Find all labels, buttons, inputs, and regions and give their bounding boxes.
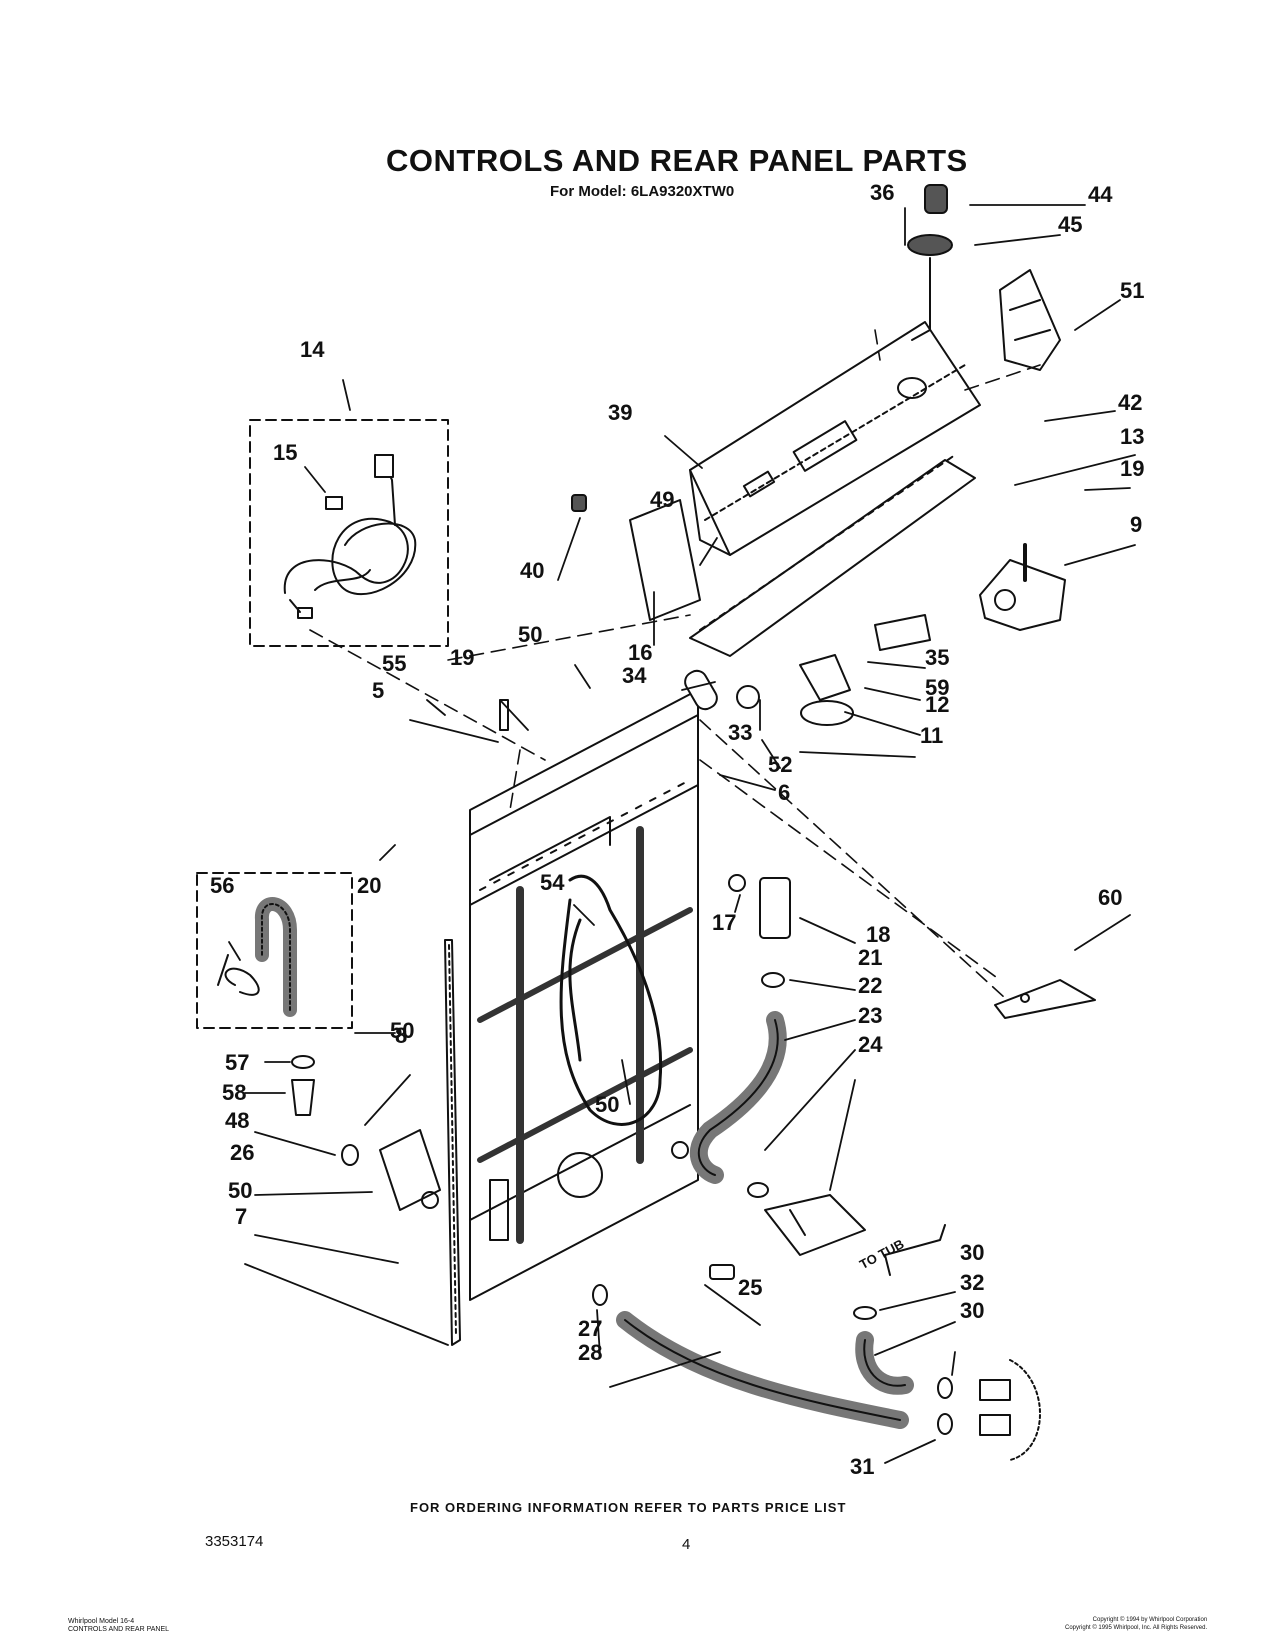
part-number-58: 58	[222, 1080, 246, 1105]
timer	[979, 543, 1066, 631]
part-number-19: 19	[450, 645, 474, 670]
part-number-12: 12	[925, 692, 949, 717]
part-number-45: 45	[1058, 212, 1082, 237]
part-number-28: 28	[578, 1340, 602, 1365]
copyright-line: Copyright © 1995 Whirlpool, Inc. All Rig…	[1065, 1625, 1208, 1631]
console-bracket	[689, 454, 976, 657]
part-number-16: 16	[628, 640, 652, 665]
switch-bracket	[999, 269, 1061, 371]
footer-left-line: CONTROLS AND REAR PANEL	[68, 1626, 170, 1633]
part-number-8: 8	[395, 1023, 407, 1048]
part-number-42: 42	[1118, 390, 1142, 415]
hoses	[592, 1224, 1041, 1461]
part-number-32: 32	[960, 1270, 984, 1295]
part-number-59: 59	[925, 675, 949, 700]
part-number-48: 48	[225, 1108, 249, 1133]
assembly-lines	[309, 329, 1041, 999]
part-number-20: 20	[357, 873, 381, 898]
knob-and-dial	[907, 184, 953, 341]
drain-hose-assembly	[196, 872, 353, 1029]
part-number-57: 57	[225, 1050, 249, 1075]
part-number-18: 18	[866, 922, 890, 947]
control-console	[689, 321, 981, 556]
part-number-33: 33	[728, 720, 752, 745]
page-title: CONTROLS AND REAR PANEL PARTS	[386, 143, 968, 178]
part-number-36: 36	[870, 180, 894, 205]
part-number-52: 52	[768, 752, 792, 777]
part-number-24: 24	[858, 1032, 883, 1057]
part-number-14: 14	[300, 337, 325, 362]
footer-left-caption: Whirlpool Model 16-4 CONTROLS AND REAR P…	[68, 1618, 169, 1634]
part-number-54: 54	[540, 870, 565, 895]
part-number-30: 30	[960, 1240, 984, 1265]
pump-bracket	[764, 1194, 866, 1256]
part-number-13: 13	[1120, 424, 1144, 449]
part-number-55: 55	[382, 651, 406, 676]
part-number-34: 34	[622, 663, 647, 688]
footer-left-line: Whirlpool Model 16-4	[68, 1618, 135, 1625]
part-number-22: 22	[858, 973, 882, 998]
part-number-17: 17	[712, 910, 736, 935]
ordering-note: FOR ORDERING INFORMATION REFER TO PARTS …	[410, 1500, 847, 1515]
part-number-56: 56	[210, 873, 234, 898]
rear-panel	[444, 689, 699, 1346]
footer-copyright: Copyright © 1994 by Whirlpool Corporatio…	[1065, 1616, 1207, 1632]
part-number-49: 49	[650, 487, 674, 512]
small-parts	[499, 494, 931, 1280]
part-number-19: 19	[1120, 456, 1144, 481]
to-tub-label: TO TUB	[857, 1236, 907, 1272]
part-number-60: 60	[1098, 885, 1122, 910]
part-number-6: 6	[778, 780, 790, 805]
leader-lines	[228, 204, 1136, 1464]
part-number-15: 15	[273, 440, 297, 465]
water-valve	[689, 874, 791, 1198]
copyright-line: Copyright © 1994 by Whirlpool Corporatio…	[1092, 1617, 1208, 1623]
part-number-50: 50	[390, 1018, 414, 1043]
part-number-7: 7	[235, 1204, 247, 1229]
part-number-50: 50	[518, 622, 542, 647]
part-number-26: 26	[230, 1140, 254, 1165]
part-number-25: 25	[738, 1275, 762, 1300]
model-number: For Model: 6LA9320XTW0	[550, 183, 735, 200]
page-number: 4	[682, 1536, 691, 1553]
part-number-11: 11	[920, 723, 943, 748]
part-number-23: 23	[858, 1003, 882, 1028]
part-number-50: 50	[595, 1092, 619, 1117]
part-number-51: 51	[1120, 278, 1144, 303]
drain-outlet-assembly	[291, 1055, 441, 1211]
part-number-31: 31	[850, 1454, 874, 1479]
part-number-50: 50	[228, 1178, 252, 1203]
power-cord-assembly	[249, 419, 449, 647]
part-number-9: 9	[1130, 512, 1142, 537]
part-number-30: 30	[960, 1298, 984, 1323]
part-number-39: 39	[608, 400, 632, 425]
part-number-5: 5	[372, 678, 384, 703]
part-number-35: 35	[925, 645, 949, 670]
part-number-44: 44	[1088, 182, 1113, 207]
part-number-40: 40	[520, 558, 544, 583]
part-number-27: 27	[578, 1316, 602, 1341]
part-number-21: 21	[858, 945, 882, 970]
mounting-bracket	[994, 979, 1096, 1019]
document-number: 3353174	[205, 1533, 264, 1550]
